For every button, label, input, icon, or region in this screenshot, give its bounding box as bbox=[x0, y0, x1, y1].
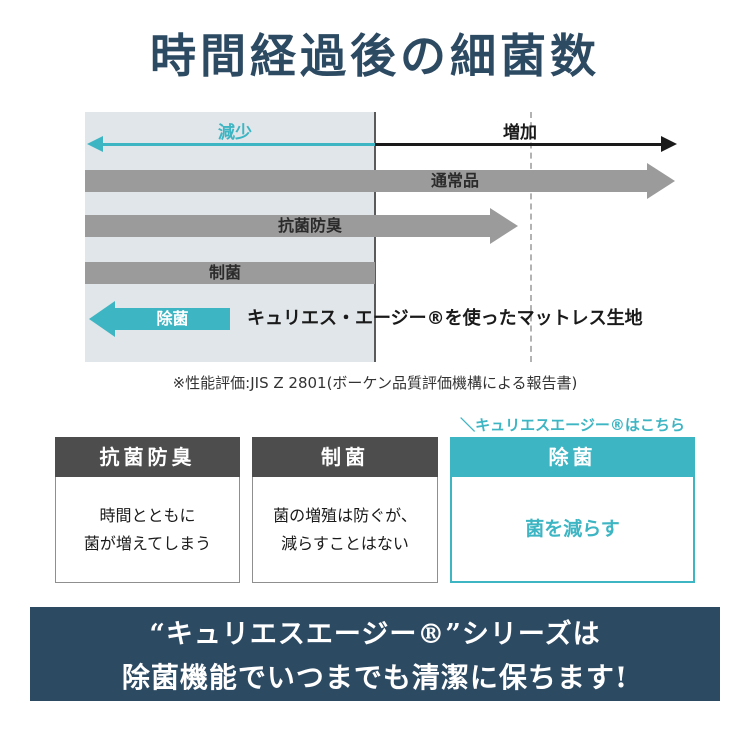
increase-axis-line bbox=[375, 143, 661, 146]
dashed-reference-line bbox=[530, 112, 532, 362]
bacteria-timeline-diagram: 減少 増加 通常品 抗菌防臭 制菌 除菌 キュリエス・エージー®を使ったマットレ… bbox=[85, 112, 681, 362]
page-title: 時間経過後の細菌数 bbox=[150, 29, 600, 83]
curies-ag-callout-link[interactable]: ＼キュリエスエージー®はこちら bbox=[460, 416, 685, 434]
footer-banner: “キュリエスエージー®”シリーズは 除菌機能でいつまでも清潔に保ちます! bbox=[30, 607, 720, 701]
axis-label-decrease: 減少 bbox=[218, 123, 252, 143]
card-body-antibacterial-deodorant: 時間とともに 菌が増えてしまう bbox=[55, 477, 240, 583]
bar-sterilizing bbox=[89, 301, 230, 337]
decrease-axis-line bbox=[101, 143, 375, 146]
bar-antibacterial-deodorant bbox=[85, 208, 518, 244]
performance-evaluation-note: ※性能評価:JIS Z 2801(ボーケン品質評価機構による報告書) bbox=[172, 374, 578, 392]
card-body-sterilizing: 菌を減らす bbox=[450, 477, 695, 583]
bar-label-antibacterial-deodorant: 抗菌防臭 bbox=[277, 216, 342, 235]
axis-label-increase: 増加 bbox=[503, 123, 537, 143]
footer-line1: “キュリエスエージー®”シリーズは bbox=[149, 619, 601, 650]
footer-line2: 除菌機能でいつまでも清潔に保ちます! bbox=[121, 661, 629, 694]
card-body-bacteriostatic: 菌の増殖は防ぐが、 減らすことはない bbox=[252, 477, 438, 583]
card-title-antibacterial-deodorant: 抗菌防臭 bbox=[55, 437, 240, 477]
sterilizing-annotation: キュリエス・エージー®を使ったマットレス生地 bbox=[247, 308, 643, 329]
right-arrowhead-icon bbox=[661, 136, 677, 152]
baseline-divider-line bbox=[374, 112, 376, 362]
card-bacteriostatic: 制菌 菌の増殖は防ぐが、 減らすことはない bbox=[252, 437, 438, 583]
bar-label-bacteriostatic: 制菌 bbox=[208, 263, 241, 282]
left-arrowhead-icon bbox=[87, 136, 103, 152]
card-sterilizing: 除菌 菌を減らす bbox=[450, 437, 695, 583]
card-title-sterilizing: 除菌 bbox=[450, 437, 695, 477]
card-antibacterial-deodorant: 抗菌防臭 時間とともに 菌が増えてしまう bbox=[55, 437, 240, 583]
card-title-bacteriostatic: 制菌 bbox=[252, 437, 438, 477]
bar-regular-product bbox=[85, 163, 675, 199]
bar-label-regular-product: 通常品 bbox=[430, 171, 479, 190]
bar-bacteriostatic bbox=[85, 262, 375, 284]
bar-label-sterilizing: 除菌 bbox=[156, 309, 189, 328]
